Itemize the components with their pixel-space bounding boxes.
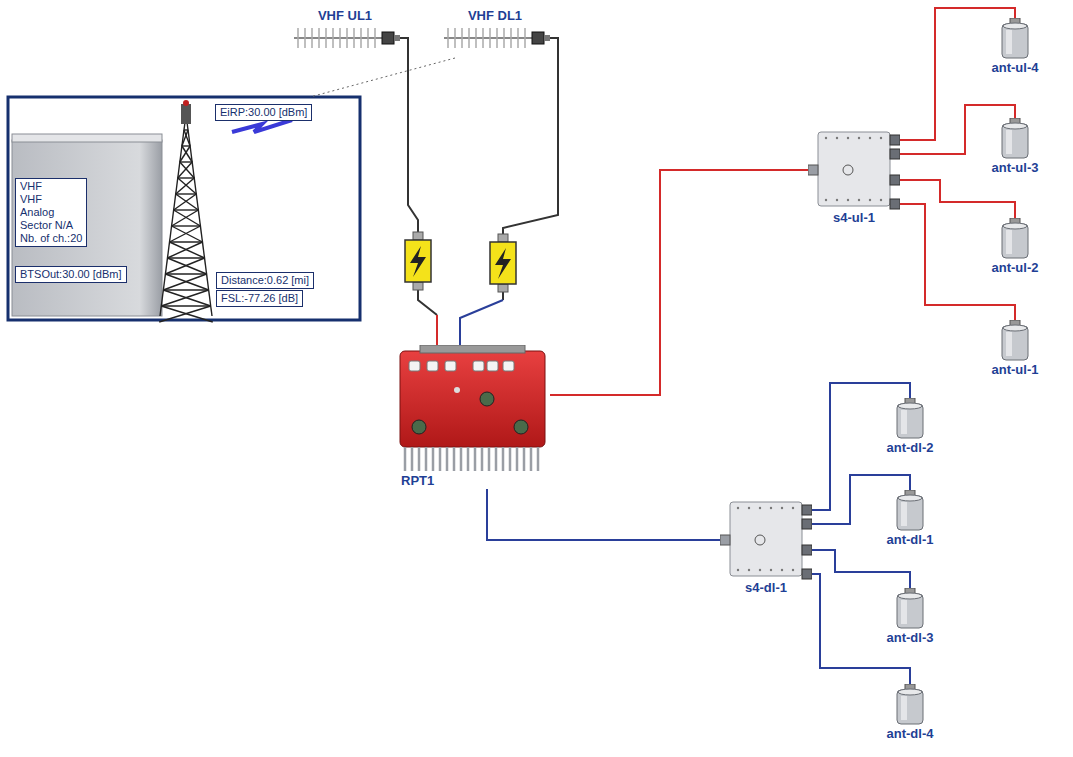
cable-segment (436, 315, 438, 345)
lightning-protector (490, 234, 516, 292)
cable-segment (400, 38, 437, 315)
info-box: BTSOut:30.00 [dBm] (15, 266, 127, 283)
yagi-antenna-node: VHF UL1 (290, 8, 400, 50)
splitter-node: s4-ul-1 (808, 128, 900, 226)
coax-cable (812, 550, 910, 588)
component-label: ant-ul-3 (980, 160, 1050, 176)
info-text: EiRP:30.00 [dBm] (220, 106, 307, 119)
bts-panel (8, 97, 360, 320)
cable-segment (550, 170, 808, 395)
info-text: Distance:0.62 [mi] (221, 274, 309, 287)
coax-cable (487, 489, 720, 540)
component-label: ant-ul-2 (980, 260, 1050, 276)
coax-cable (460, 38, 558, 345)
coax-cable (900, 105, 1015, 154)
component-label: s4-dl-1 (720, 580, 812, 596)
indoor-antenna (875, 398, 945, 440)
yagi-antenna (440, 24, 550, 50)
tower (159, 122, 213, 322)
antenna-node: ant-dl-4 (875, 684, 945, 742)
component-label: ant-dl-2 (875, 440, 945, 456)
antenna-node: ant-ul-2 (980, 218, 1050, 276)
splitter-4way (720, 498, 812, 580)
yagi-antenna (290, 24, 400, 50)
indoor-antenna (980, 218, 1050, 260)
component-label: RPT1 (395, 473, 550, 489)
info-box: VHFVHFAnalogSector N/ANb. of ch.:20 (15, 178, 87, 247)
info-text: Sector N/A (20, 219, 82, 232)
antenna-node: ant-ul-4 (980, 18, 1050, 76)
antenna-node: ant-ul-1 (980, 320, 1050, 378)
info-box: EiRP:30.00 [dBm] (215, 104, 312, 121)
info-box: Distance:0.62 [mi] (216, 272, 314, 289)
info-box: FSL:-77.26 [dB] (216, 290, 303, 307)
component-label: ant-dl-1 (875, 532, 945, 548)
antenna-node: ant-dl-1 (875, 490, 945, 548)
antenna-node: ant-dl-2 (875, 398, 945, 456)
component-label: VHF DL1 (440, 8, 550, 24)
indoor-antenna (875, 490, 945, 532)
component-label: ant-ul-1 (980, 362, 1050, 378)
link-leader (310, 58, 455, 97)
cable-segment (812, 475, 910, 524)
coax-cable (900, 180, 1015, 218)
info-text: FSL:-77.26 [dB] (221, 292, 298, 305)
cable-segment (900, 105, 1015, 154)
antenna-node: ant-ul-3 (980, 118, 1050, 176)
coax-cable (812, 475, 910, 524)
lightning-protector (405, 232, 431, 290)
coax-cable (812, 574, 910, 684)
cable-segment (487, 489, 720, 540)
cable-segment (460, 300, 503, 345)
antenna-node: ant-dl-3 (875, 588, 945, 646)
cable-segment (812, 574, 910, 684)
radio-link-bolt (232, 120, 292, 132)
component-label: s4-ul-1 (808, 210, 900, 226)
indoor-antenna (980, 118, 1050, 160)
splitter-4way (808, 128, 900, 210)
yagi-antenna-node: VHF DL1 (440, 8, 550, 50)
splitter-node: s4-dl-1 (720, 498, 812, 596)
indoor-antenna (980, 320, 1050, 362)
component-label: ant-ul-4 (980, 60, 1050, 76)
repeater-unit (395, 345, 550, 473)
tower-antenna (181, 100, 191, 124)
indoor-antenna (875, 684, 945, 726)
info-text: VHF (20, 193, 82, 206)
component-label: ant-dl-4 (875, 726, 945, 742)
repeater-node: RPT1 (395, 345, 550, 489)
indoor-antenna (980, 18, 1050, 60)
component-label: VHF UL1 (290, 8, 400, 24)
cable-segment (900, 180, 1015, 218)
cable-segment (812, 550, 910, 588)
coax-cable (550, 170, 808, 395)
component-label: ant-dl-3 (875, 630, 945, 646)
indoor-antenna (875, 588, 945, 630)
info-text: VHF (20, 180, 82, 193)
info-text: BTSOut:30.00 [dBm] (20, 268, 122, 281)
coax-cable (400, 38, 437, 345)
cabinet-top (12, 134, 162, 142)
info-text: Analog (20, 206, 82, 219)
cabinet (12, 140, 162, 316)
info-text: Nb. of ch.:20 (20, 232, 82, 245)
